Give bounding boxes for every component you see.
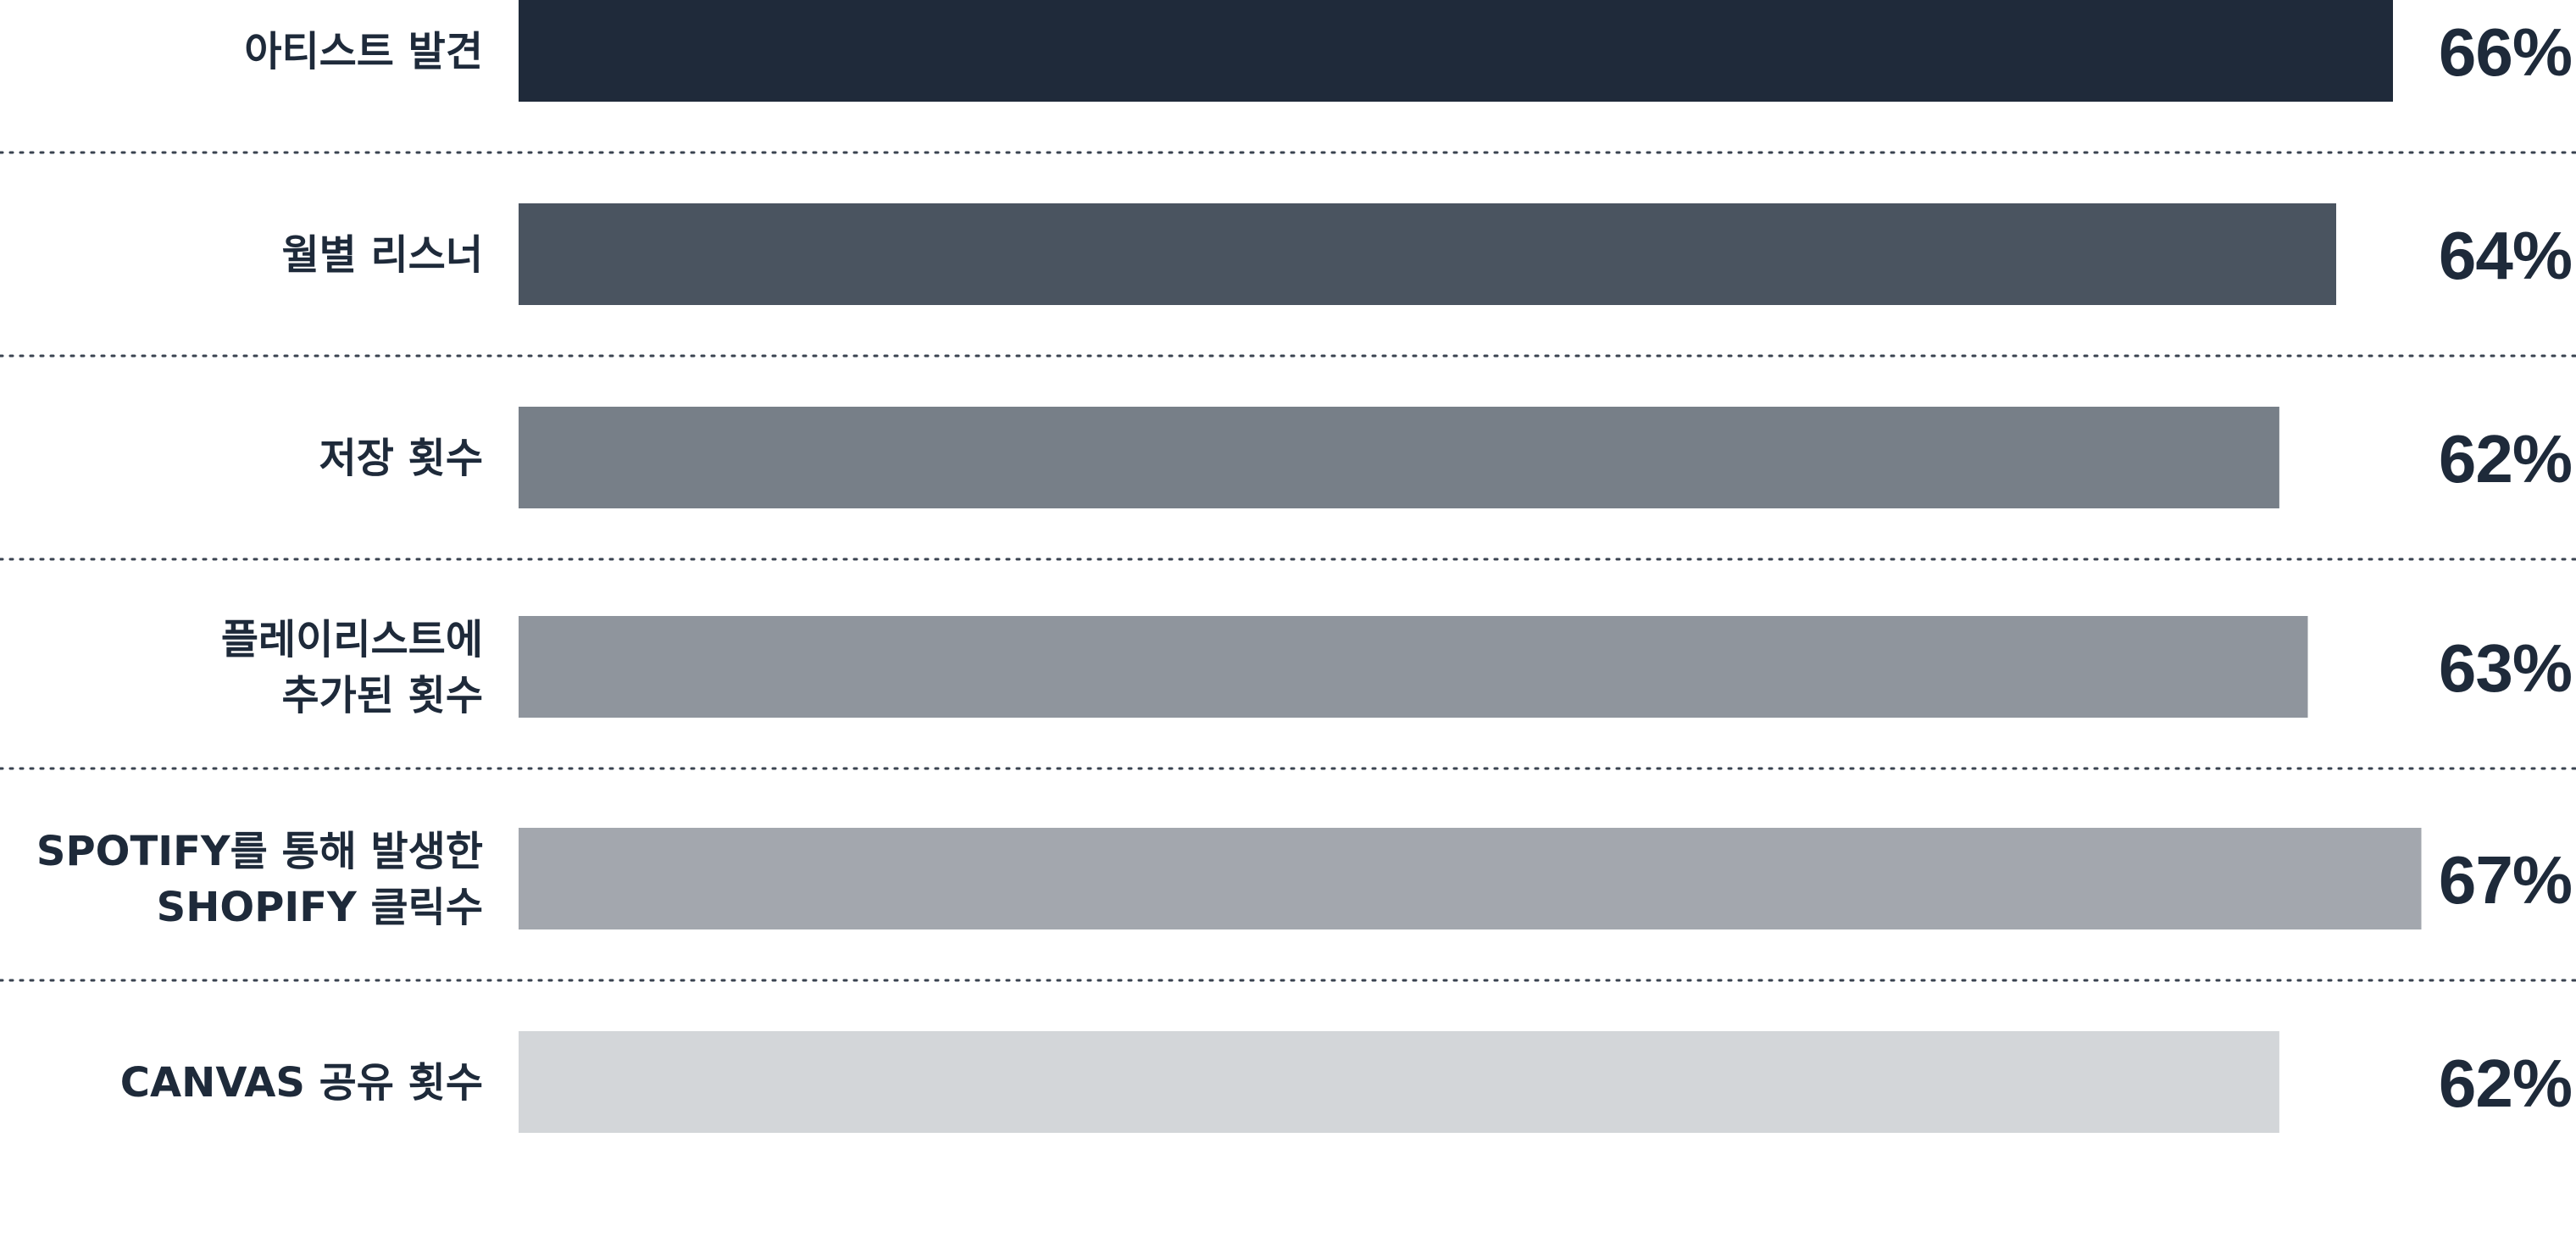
category-label-2: 월별 리스너	[281, 231, 483, 279]
bar-1	[519, 0, 2393, 102]
value-label-6: 62%	[2439, 1046, 2572, 1121]
bar-3	[519, 407, 2279, 508]
category-label-1: 아티스트 발견	[244, 28, 483, 75]
bar-6	[519, 1031, 2279, 1133]
value-label-1: 66%	[2439, 14, 2572, 90]
bar-2	[519, 203, 2336, 305]
value-label-4: 63%	[2439, 630, 2572, 706]
value-label-2: 64%	[2439, 218, 2572, 293]
category-label-6: CANVAS 공유 횟수	[120, 1059, 483, 1107]
bar-5	[519, 828, 2422, 929]
bar-4	[519, 616, 2308, 718]
value-label-3: 62%	[2439, 421, 2572, 497]
value-label-5: 67%	[2439, 842, 2572, 918]
category-label-3: 저장 횟수	[319, 435, 483, 482]
